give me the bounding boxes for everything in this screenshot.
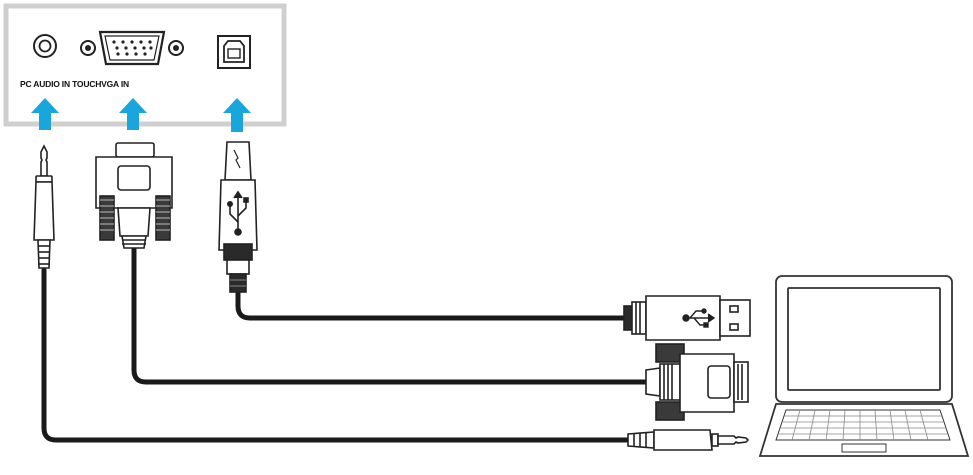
audio-in-port-icon [33,34,57,58]
arrow-vga-icon [119,98,147,130]
usb-a-plug-icon [623,295,751,341]
label-touch: TOUCH [72,79,102,89]
audio-plug-right-icon [627,429,750,451]
cables [41,243,651,443]
arrow-usb-icon [223,98,251,132]
arrow-audio-icon [31,98,59,130]
vga-cable [131,243,651,385]
panel-port-labels: PC AUDIO IN TOUCHVGA IN [20,79,129,89]
label-pc-audio-in: PC AUDIO IN [20,79,70,89]
usb-b-port-icon [217,35,251,69]
laptop-icon [758,275,970,457]
usb-symbol-icon [227,190,249,236]
label-vga-in: VGA IN [101,79,129,89]
connection-arrows [31,98,251,132]
vga-plug-right-icon [645,343,749,421]
usb-b-plug-top-icon [218,141,258,293]
usb-cable [235,289,629,321]
vga-port-icon [80,30,184,66]
audio-plug-top-icon [33,144,55,269]
vga-plug-top-icon [95,142,173,249]
audio-cable [41,267,631,443]
